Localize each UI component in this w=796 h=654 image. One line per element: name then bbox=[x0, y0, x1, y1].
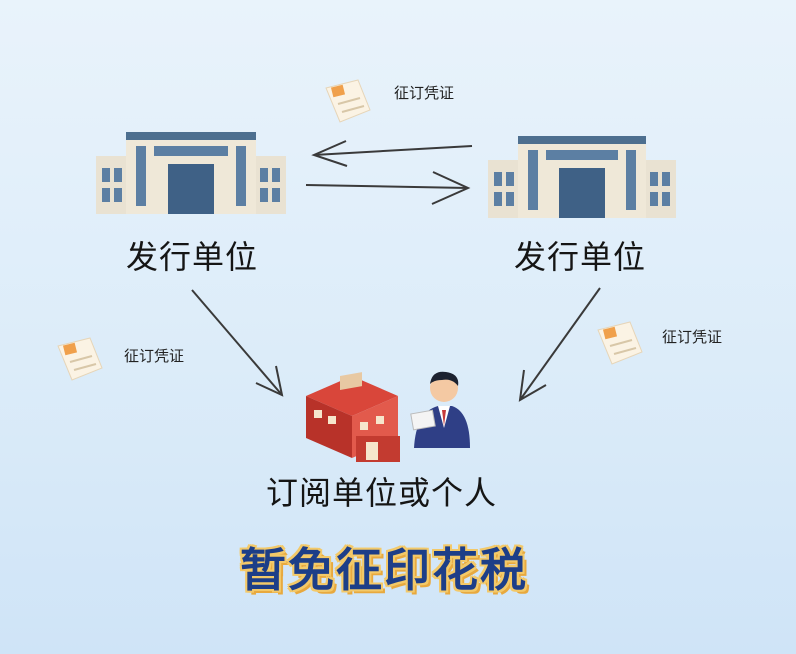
subscriber-building-icon bbox=[306, 372, 400, 462]
voucher-top-icon bbox=[325, 79, 371, 123]
voucher-top-label: 征订凭证 bbox=[394, 84, 455, 102]
issuer-right-label: 发行单位 bbox=[514, 238, 647, 276]
subscriber-label: 订阅单位或个人 bbox=[266, 474, 498, 512]
voucher-left-label: 征订凭证 bbox=[124, 347, 185, 365]
issuer-left-building-icon bbox=[96, 132, 286, 214]
voucher-right-icon bbox=[597, 321, 643, 365]
subscriber-person-icon bbox=[410, 371, 470, 448]
arrow-right-to-subscriber bbox=[518, 287, 601, 402]
issuer-left-label: 发行单位 bbox=[126, 238, 259, 276]
issuer-right-building-icon bbox=[488, 136, 676, 218]
headline: 暂免征印花税 bbox=[240, 543, 528, 597]
voucher-left-icon bbox=[57, 337, 103, 381]
arrow-left-to-subscriber bbox=[191, 289, 284, 397]
arrow-right-to-left bbox=[311, 140, 473, 167]
arrow-left-to-right bbox=[305, 171, 471, 205]
voucher-right-label: 征订凭证 bbox=[662, 328, 723, 346]
